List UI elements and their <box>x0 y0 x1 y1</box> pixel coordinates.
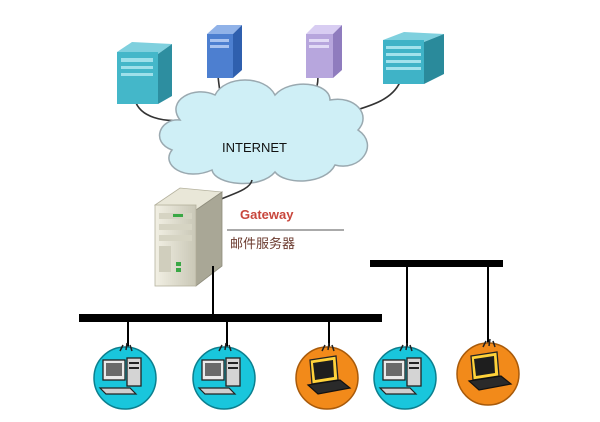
server-2 <box>207 25 242 78</box>
gateway-server <box>153 187 224 287</box>
main-bus <box>79 314 382 322</box>
gateway-sublabel: 邮件服务器 <box>230 236 295 251</box>
workstation-4 <box>373 342 437 410</box>
internet-cloud: INTERNET <box>158 79 369 185</box>
workstation-3 <box>295 342 359 410</box>
secondary-bus <box>370 260 503 267</box>
workstation-5 <box>456 338 520 406</box>
server-1 <box>117 42 172 104</box>
workstation-2 <box>192 342 256 410</box>
workstation-1 <box>93 342 157 410</box>
server-4 <box>383 32 444 84</box>
gateway-label: Gateway <box>240 207 294 222</box>
server-3 <box>306 25 342 78</box>
internet-label: INTERNET <box>222 140 287 155</box>
